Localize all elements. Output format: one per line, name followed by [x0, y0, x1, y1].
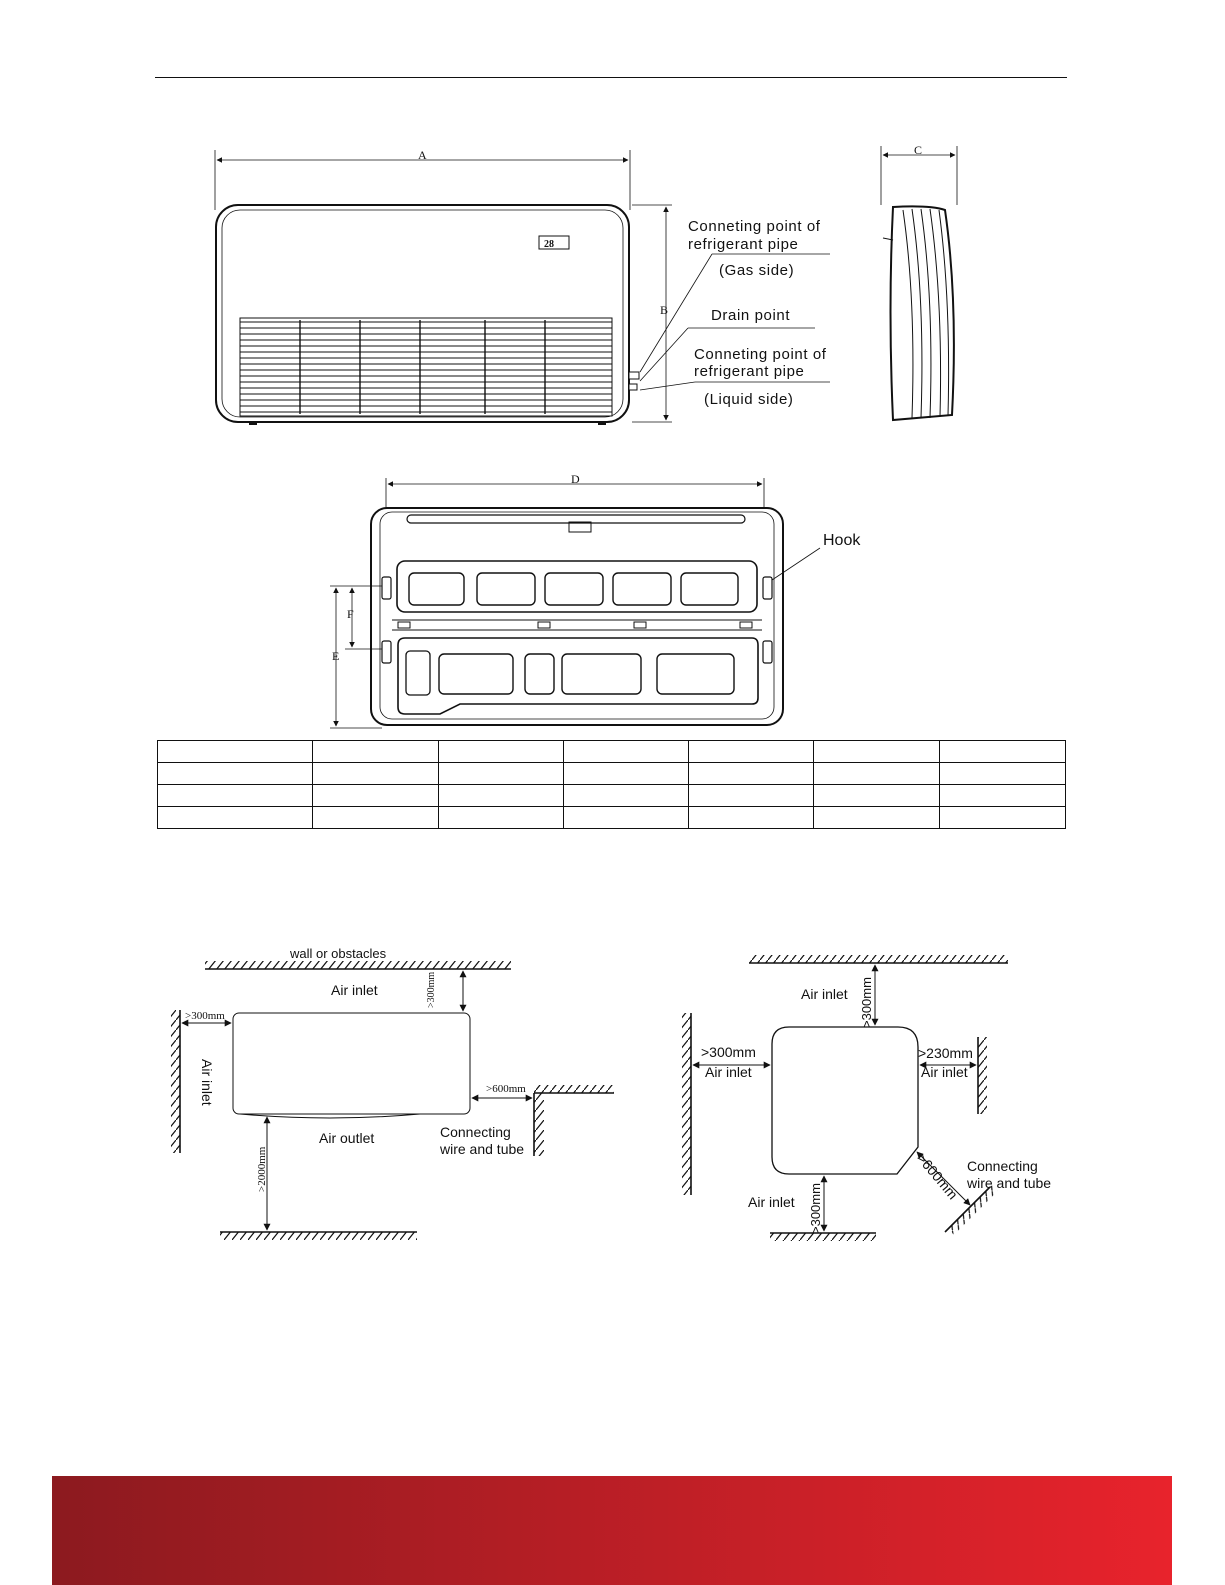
- back-view-drawing: [330, 478, 821, 729]
- dimension-b-label: B: [660, 303, 669, 317]
- svg-text:28: 28: [544, 239, 554, 250]
- dimension-c-label: C: [914, 143, 923, 157]
- clearance-bottom-value-right: >300mm: [808, 1183, 823, 1234]
- indoor-unit-back: [370, 507, 784, 726]
- clearance-floor-value: >2000mm: [256, 1146, 268, 1192]
- air-inlet-top-label: Air inlet: [331, 982, 378, 998]
- callout-hook: Hook: [823, 532, 861, 549]
- air-inlet-left-label-right: Air inlet: [705, 1064, 752, 1080]
- footer-brand-bar: [52, 1476, 1172, 1585]
- callout-gas-line2: refrigerant pipe: [688, 236, 799, 253]
- dimension-table: [157, 740, 1066, 829]
- callout-gas-line3: (Gas side): [719, 262, 795, 279]
- callout-liquid-line2: refrigerant pipe: [694, 363, 805, 380]
- table-row: [157, 784, 1066, 807]
- callout-gas-line1: Conneting point of: [688, 218, 821, 235]
- connecting-label-right-line1: Connecting: [967, 1158, 1038, 1174]
- clearance-right-value-right: >230mm: [918, 1045, 973, 1061]
- air-inlet-top-label-right: Air inlet: [801, 986, 848, 1002]
- connecting-label-right-line2: wire and tube: [967, 1175, 1052, 1191]
- air-inlet-bottom-label-right: Air inlet: [748, 1194, 795, 1210]
- callout-drain: Drain point: [711, 307, 791, 324]
- clearance-top-value-right: >300mm: [859, 977, 874, 1028]
- clearance-left-value: >300mm: [185, 1010, 225, 1022]
- callout-liquid-line3: (Liquid side): [704, 391, 794, 408]
- front-view-drawing: 28: [214, 146, 958, 425]
- connecting-label-line2: wire and tube: [440, 1141, 525, 1157]
- air-inlet-right-label-right: Air inlet: [921, 1064, 968, 1080]
- air-outlet-label: Air outlet: [319, 1130, 375, 1146]
- clearance-right-diagram: [682, 955, 1008, 1241]
- wall-or-obstacles-label: wall or obstacles: [290, 946, 387, 961]
- indoor-unit-front: 28: [215, 204, 640, 425]
- clearance-left-diagram: [171, 961, 614, 1240]
- header-rule: [155, 77, 1067, 78]
- clearance-top-value: >300mm: [426, 971, 437, 1008]
- dimension-d-label: D: [571, 472, 580, 486]
- connecting-label-line1: Connecting: [440, 1124, 511, 1140]
- table-row: [157, 806, 1066, 829]
- clearance-right-value: >600mm: [486, 1083, 526, 1095]
- dimension-a-label: A: [418, 148, 427, 162]
- clearance-left-value-right: >300mm: [701, 1044, 756, 1060]
- dimension-f-label: F: [347, 607, 354, 621]
- air-inlet-side-label: Air inlet: [199, 1059, 215, 1106]
- callout-liquid-line1: Conneting point of: [694, 346, 827, 363]
- table-cell: [939, 806, 1066, 829]
- dimension-e-label: E: [332, 649, 340, 663]
- indoor-unit-side: [882, 205, 955, 422]
- table-row: [157, 740, 1066, 763]
